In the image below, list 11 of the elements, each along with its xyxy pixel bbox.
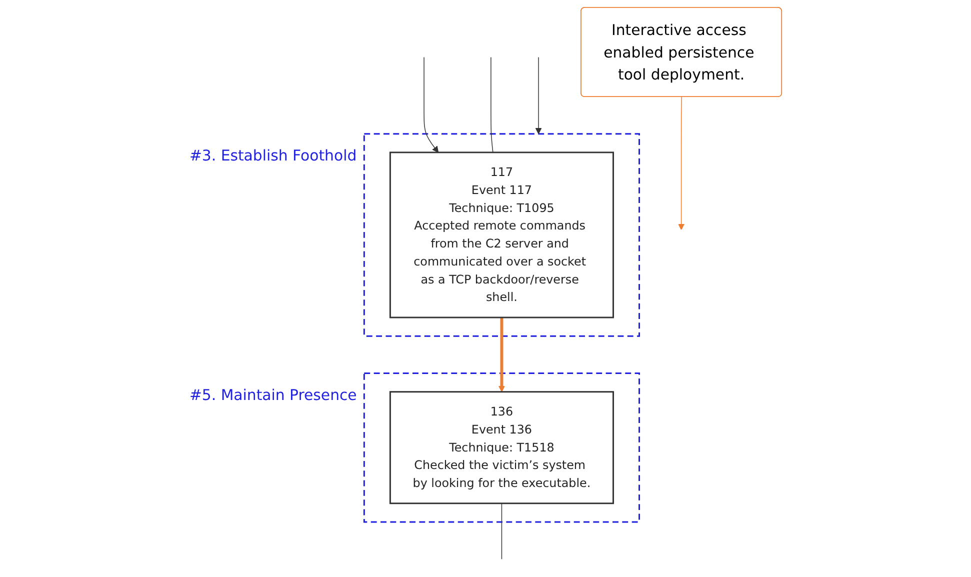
arrow <box>535 56 542 134</box>
flowchart: #3. Establish Foothold #5. Maintain Presence 117 Event 117 Technique: T1095 Accepted remote commands from the C2 server and communicated over a socket as a TCP backdoor/reverse shell. 136 Event 136 Technique: T1518 Checked the victim’s system by looking for the executable. Interactive access enabled persistence tool deployment. <box>182 0 790 577</box>
connector <box>501 503 502 560</box>
arrow <box>424 56 439 153</box>
node-box <box>389 391 614 504</box>
cluster <box>363 372 640 523</box>
node-box <box>389 152 614 318</box>
connector <box>490 56 494 153</box>
arrow <box>678 96 684 230</box>
arrow <box>498 318 505 392</box>
cluster <box>363 133 640 337</box>
